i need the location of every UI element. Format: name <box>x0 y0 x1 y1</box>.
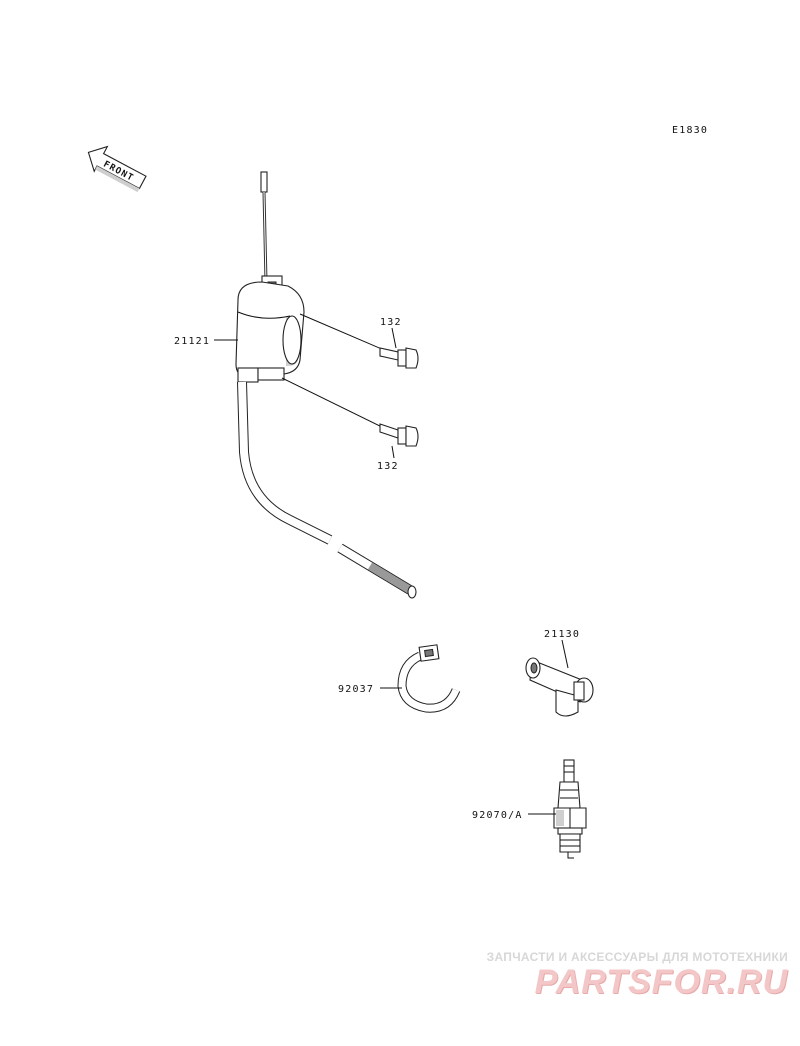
spark-plug[interactable] <box>553 759 587 859</box>
callout-21130: 21130 <box>544 629 580 640</box>
bolt-lower[interactable] <box>281 377 419 447</box>
callout-21121: 21121 <box>174 336 210 347</box>
front-arrow-icon: FRONT <box>87 145 147 193</box>
callout-132-upper: 132 <box>380 317 402 328</box>
callout-132-lower: 132 <box>377 461 399 472</box>
callout-92070-a: 92070/A <box>472 810 523 821</box>
watermark: ЗАПЧАСТИ И АКСЕССУАРЫ ДЛЯ МОТОТЕХНИКИ PA… <box>487 950 788 1000</box>
band-clamp[interactable] <box>397 644 461 713</box>
plug-cap[interactable] <box>525 657 594 717</box>
bolt-upper[interactable] <box>299 313 419 369</box>
diagram-code: E1830 <box>672 125 708 136</box>
watermark-tagline: ЗАПЧАСТИ И АКСЕССУАРЫ ДЛЯ МОТОТЕХНИКИ <box>486 950 788 964</box>
ignition-coil[interactable] <box>235 171 417 599</box>
watermark-logo: PARTSFOR.RU <box>534 963 788 1001</box>
callout-92037: 92037 <box>338 684 374 695</box>
